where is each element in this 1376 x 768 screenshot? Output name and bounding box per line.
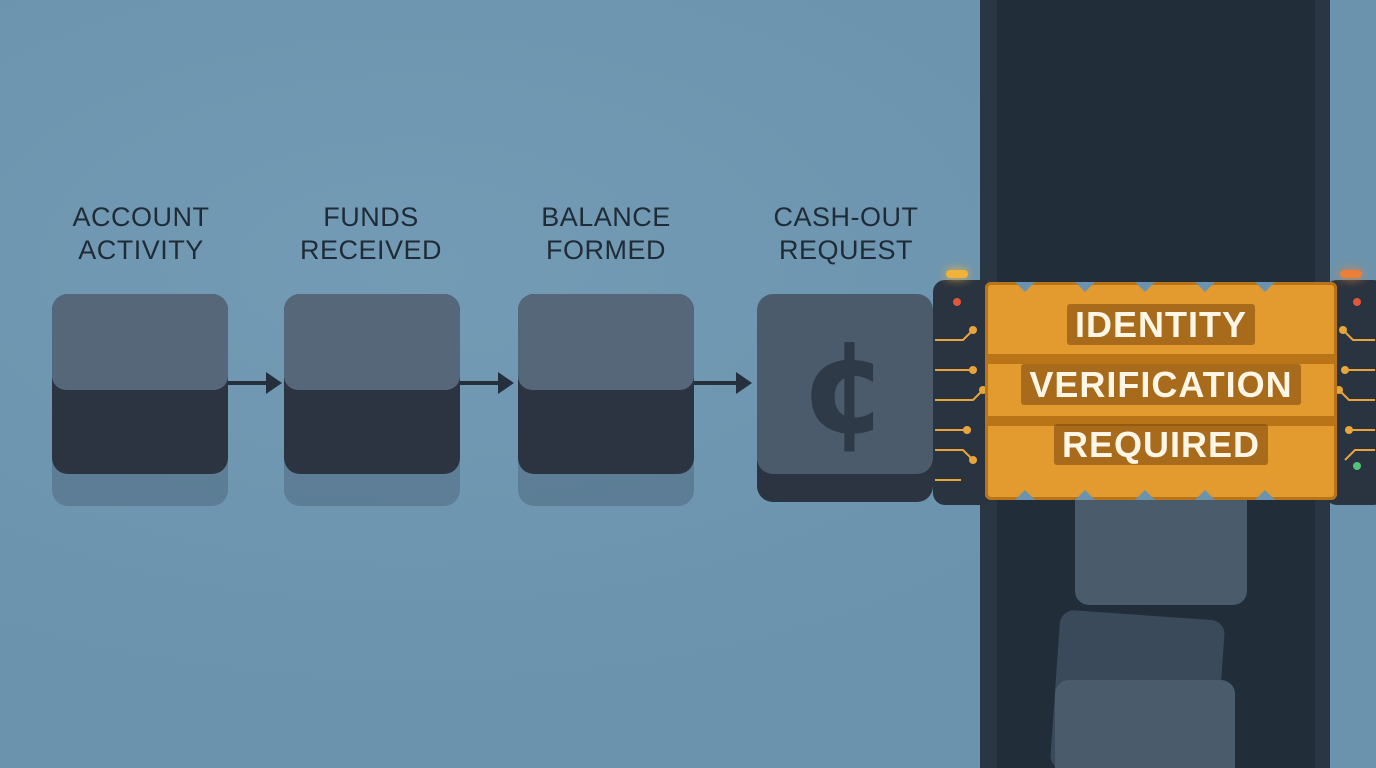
circuit-traces-icon	[935, 298, 987, 481]
step-box-cash-out-request: ¢	[757, 294, 933, 502]
status-led	[1340, 270, 1362, 278]
gate-label-line-1: IDENTITY	[985, 304, 1337, 346]
identity-verification-gate: IDENTITY VERIFICATION REQUIRED	[985, 282, 1337, 500]
cent-icon: ¢	[800, 314, 890, 463]
gate-label-line-3: REQUIRED	[985, 424, 1337, 466]
gate-band	[985, 416, 1337, 426]
step-box-funds-received	[284, 294, 460, 506]
conveyor-block	[1075, 480, 1247, 605]
conveyor-block	[1055, 680, 1235, 768]
arrow-connector	[460, 372, 514, 394]
gate-teeth-icon	[1015, 282, 1275, 500]
gate-label-line-2: VERIFICATION	[985, 364, 1337, 406]
circuit-traces-icon	[1335, 298, 1375, 470]
status-led	[946, 270, 968, 278]
arrow-connector	[694, 372, 752, 394]
step-box-account-activity	[52, 294, 228, 506]
arrow-connector	[228, 372, 282, 394]
circuit-module-left	[933, 280, 993, 505]
step-box-balance-formed	[518, 294, 694, 506]
gate-band	[985, 354, 1337, 364]
